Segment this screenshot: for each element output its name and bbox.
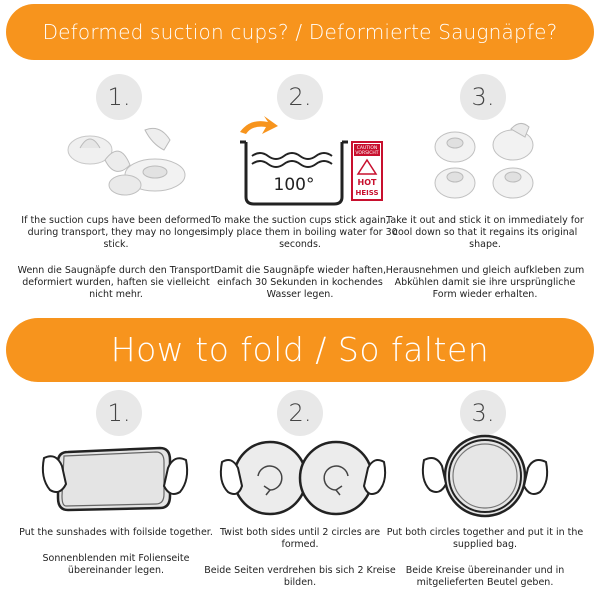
- fold-step-2-text-de: Beide Seiten verdrehen bis sich 2 Kreise…: [204, 565, 396, 588]
- fold-step-3-number: 3.: [460, 390, 506, 436]
- step-3-text-de: Herausnehmen und gleich aufkleben zum Ab…: [385, 265, 585, 300]
- step-2-number: 2.: [277, 74, 323, 120]
- boiling-pot-icon: 100° CAUTION VORSICHT HOT HEISS: [240, 116, 383, 206]
- caution-text: CAUTION: [357, 145, 378, 151]
- fold-step-3-text: Put both circles together and put it in …: [385, 527, 585, 589]
- fold-step-1-number: 1.: [96, 390, 142, 436]
- step-2-text-de: Damit die Saugnäpfe wieder haften, einfa…: [214, 265, 386, 300]
- heiss-text: HEISS: [355, 189, 378, 197]
- fold-step-1-text: Put the sunshades with foilside together…: [16, 527, 216, 577]
- fold-step-3-text-en: Put both circles together and put it in …: [386, 527, 584, 550]
- pot-temperature: 100°: [274, 175, 315, 195]
- step-2-text-en: To make the suction cups stick again, si…: [202, 215, 398, 250]
- fold-step-2-text: Twist both sides until 2 circles are for…: [200, 527, 400, 589]
- hot-text: HOT: [358, 178, 377, 187]
- step-3-number: 3.: [460, 74, 506, 120]
- vorsicht-text: VORSICHT: [355, 150, 378, 156]
- fold-step-2-number: 2.: [277, 390, 323, 436]
- step-1-text-de: Wenn die Saugnäpfe durch den Transport d…: [17, 265, 215, 300]
- restored-suction-cups-icon: [434, 123, 534, 199]
- step-1-number: 1.: [96, 74, 142, 120]
- fold-step-1-text-de: Sonnenblenden mit Folienseite übereinand…: [42, 553, 190, 576]
- step-1-text: If the suction cups have been deformed d…: [16, 215, 216, 301]
- fold-step-2-text-en: Twist both sides until 2 circles are for…: [219, 527, 381, 550]
- suction-cups-title: Deformed suction cups? / Deformierte Sau…: [42, 20, 558, 44]
- suction-cups-banner: Deformed suction cups? / Deformierte Sau…: [6, 4, 594, 60]
- step-1-text-en: If the suction cups have been deformed d…: [21, 215, 211, 250]
- how-to-fold-banner: How to fold / So falten: [6, 318, 594, 382]
- step-3-text-en: Take it out and stick it on immediately …: [386, 215, 584, 250]
- step-2-text: To make the suction cups stick again, si…: [200, 215, 400, 301]
- twist-circles-icon: [219, 440, 387, 516]
- stacked-circles-icon: [421, 434, 549, 518]
- fold-step-1-text-en: Put the sunshades with foilside together…: [19, 527, 213, 538]
- sunshades-together-icon: [41, 446, 189, 512]
- step-3-text: Take it out and stick it on immediately …: [385, 215, 585, 301]
- how-to-fold-title: How to fold / So falten: [110, 330, 490, 369]
- deformed-suction-cups-icon: [67, 127, 186, 196]
- fold-step-3-text-de: Beide Kreise übereinander und in mitgeli…: [405, 565, 565, 588]
